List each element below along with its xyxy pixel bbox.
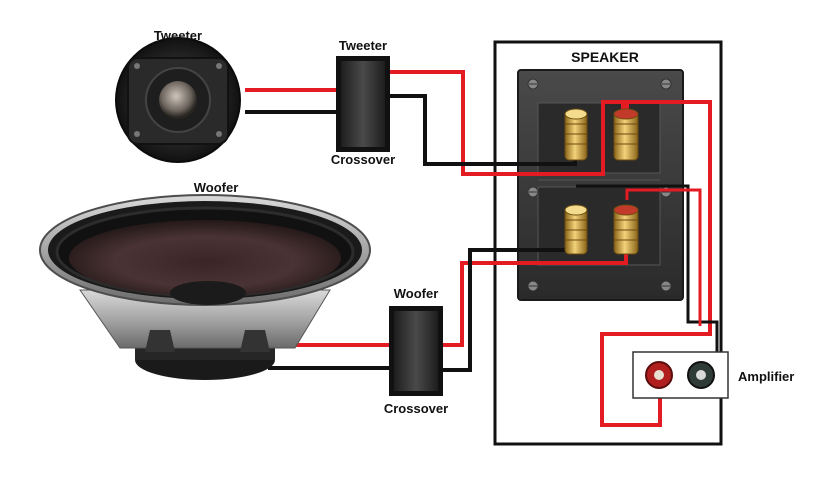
woofer-crossover-label: Crossover xyxy=(384,401,448,416)
screw-icon xyxy=(660,280,672,292)
tweeter-crossover-label: Crossover xyxy=(331,152,395,167)
woofer-crossover-title: Woofer xyxy=(394,286,439,301)
amplifier-negative-terminal xyxy=(687,361,715,389)
wire-positive xyxy=(600,100,712,427)
screw-icon xyxy=(527,280,539,292)
amplifier-label: Amplifier xyxy=(738,369,794,384)
woofer-driver xyxy=(39,194,371,380)
screw-icon xyxy=(527,78,539,90)
tweeter-label: Tweeter xyxy=(154,28,202,43)
terminal-post-woofer-negative xyxy=(564,204,588,255)
screw-icon xyxy=(660,78,672,90)
woofer-crossover-box xyxy=(389,306,443,396)
amplifier-positive-terminal xyxy=(645,361,673,389)
terminal-post-tweeter-negative xyxy=(564,108,588,161)
terminal-post-woofer-positive xyxy=(613,204,639,255)
screw-icon xyxy=(527,186,539,198)
amplifier-terminal-block xyxy=(632,351,729,399)
tweeter-driver xyxy=(115,37,241,163)
woofer-label: Woofer xyxy=(194,180,239,195)
speaker-enclosure-outline xyxy=(493,40,723,446)
terminal-post-tweeter-positive xyxy=(613,108,639,161)
wire-positive xyxy=(625,188,702,312)
speaker-label: SPEAKER xyxy=(571,49,639,65)
tweeter-crossover-box xyxy=(336,56,390,152)
wire-negative xyxy=(576,184,719,378)
tweeter-crossover-title: Tweeter xyxy=(339,38,387,53)
wire-positive xyxy=(390,70,625,176)
